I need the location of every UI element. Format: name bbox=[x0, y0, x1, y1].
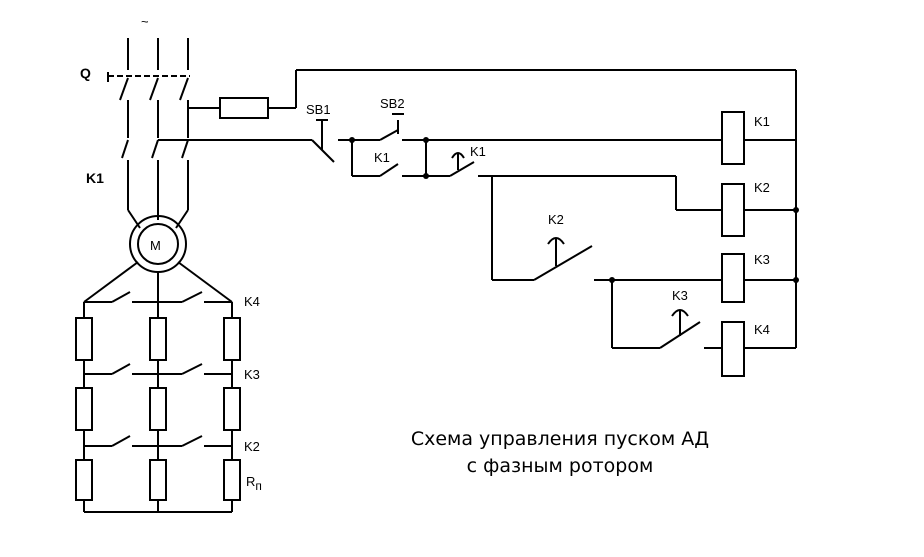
control-fuse bbox=[219, 97, 269, 119]
breaker-q-pole-3 bbox=[179, 77, 189, 101]
rotor-resistor-3-1 bbox=[223, 317, 241, 361]
coil-k4-label: K4 bbox=[754, 322, 770, 337]
sb2-label: SB2 bbox=[380, 96, 405, 111]
ac-supply-symbol: ~ bbox=[141, 14, 149, 29]
diagram-caption: Схема управления пуском АД с фазным рото… bbox=[380, 426, 740, 480]
rotor-resistor-1-3 bbox=[75, 459, 93, 501]
caption-line-2: с фазным ротором bbox=[466, 455, 654, 477]
rotor-k3-label: K3 bbox=[244, 367, 260, 382]
contactor-k1-power-label: K1 bbox=[86, 170, 104, 186]
breaker-q-pole-1 bbox=[119, 77, 129, 101]
rotor-resistor-1-1 bbox=[75, 317, 93, 361]
k2-timer-label: K2 bbox=[548, 212, 564, 227]
coil-k3 bbox=[721, 253, 745, 303]
control-circuit: SB1 SB2 K1 K1 K1 K2 bbox=[158, 69, 799, 377]
rotor-resistor-3-2 bbox=[223, 387, 241, 431]
rotor-resistor-1-2 bbox=[75, 387, 93, 431]
rotor-k2-label: K2 bbox=[244, 439, 260, 454]
k1-hold-label: K1 bbox=[374, 150, 390, 165]
coil-k1-label: K1 bbox=[754, 114, 770, 129]
coil-k1 bbox=[721, 111, 745, 165]
caption-line-1: Схема управления пуском АД bbox=[410, 428, 710, 450]
rotor-resistor-3-3 bbox=[223, 459, 241, 501]
rotor-resistor-label: Rп bbox=[246, 474, 262, 493]
rotor-resistor-2-1 bbox=[149, 317, 167, 361]
rotor-resistor-2-3 bbox=[149, 459, 167, 501]
k1-timer-label: K1 bbox=[470, 144, 486, 159]
coil-k2-label: K2 bbox=[754, 180, 770, 195]
breaker-q-pole-2 bbox=[149, 77, 159, 101]
breaker-q-label: Q bbox=[80, 65, 91, 81]
motor-rotor-circle bbox=[137, 223, 179, 265]
sb1-label: SB1 bbox=[306, 102, 331, 117]
rotor-resistor-2-2 bbox=[149, 387, 167, 431]
coil-k2 bbox=[721, 183, 745, 237]
power-circuit: ~ Q K1 M bbox=[75, 14, 262, 513]
k3-timer-label: K3 bbox=[672, 288, 688, 303]
rotor-k4-label: K4 bbox=[244, 294, 260, 309]
coil-k4 bbox=[721, 321, 745, 377]
coil-k3-label: K3 bbox=[754, 252, 770, 267]
motor-label: M bbox=[150, 238, 161, 253]
